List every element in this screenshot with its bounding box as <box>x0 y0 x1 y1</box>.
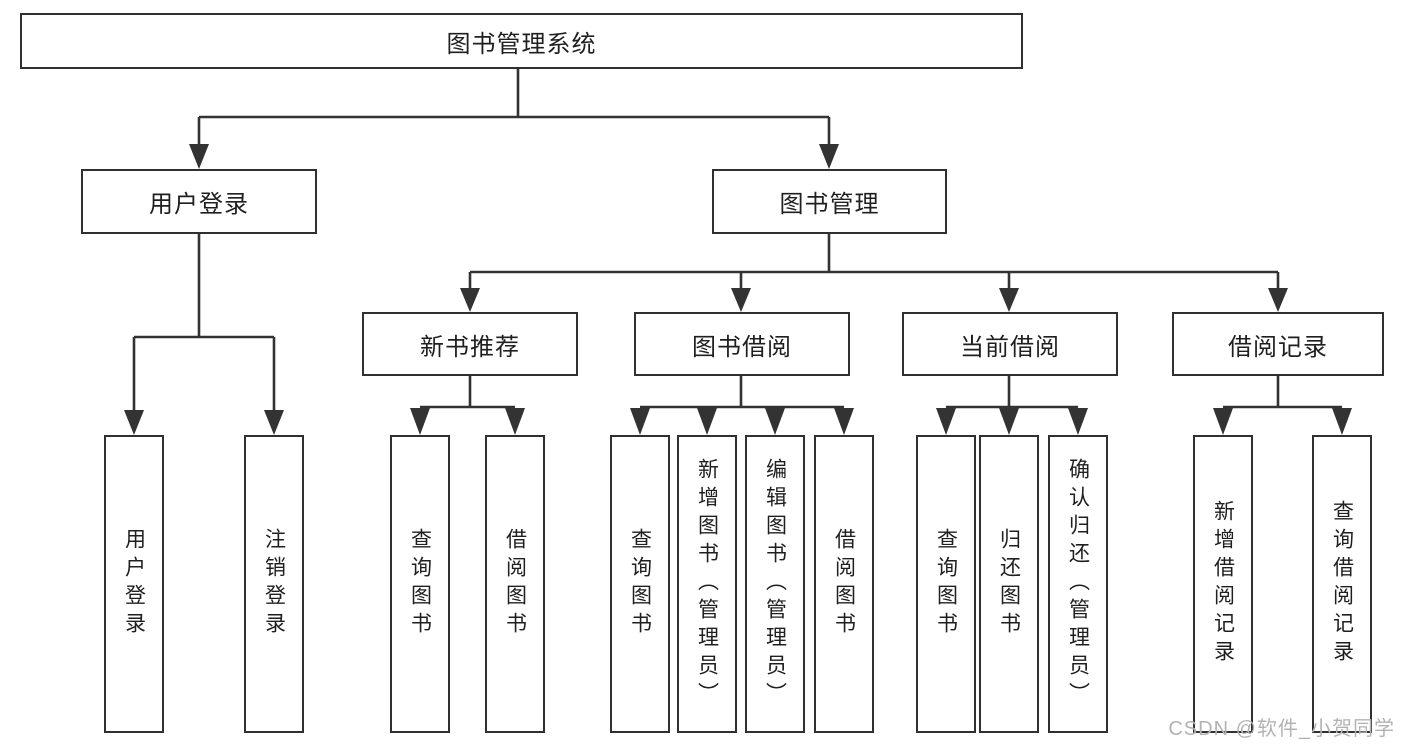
node-book-borrowing: 图书借阅 <box>634 312 850 376</box>
leaf-logout: 注销登录 <box>244 435 304 733</box>
leaf-borrowing-query-books: 查询图书 <box>610 435 670 733</box>
leaf-borrowing-edit-books-admin: 编辑图书（管理员） <box>745 435 805 733</box>
leaf-newbooks-borrow-books: 借阅图书 <box>485 435 545 733</box>
leaf-label: 归还图书 <box>997 528 1021 640</box>
csdn-watermark: CSDN @软件_小贺同学 <box>1168 718 1395 740</box>
leaf-label: 新增借阅记录 <box>1211 500 1235 668</box>
leaf-label: 查询图书 <box>934 528 958 640</box>
node-label: 图书管理系统 <box>446 30 597 58</box>
leaf-current-confirm-return-admin: 确认归还（管理员） <box>1048 435 1108 733</box>
node-label: 图书管理 <box>779 191 880 218</box>
leaf-borrowing-borrow-books: 借阅图书 <box>814 435 874 733</box>
leaf-label: 用户登录 <box>122 528 146 640</box>
node-label: 用户登录 <box>149 191 249 218</box>
node-library-management-system: 图书管理系统 <box>20 13 1023 69</box>
leaf-borrowing-add-books-admin: 新增图书（管理员） <box>677 435 737 733</box>
leaf-user-login: 用户登录 <box>104 435 164 733</box>
leaf-label: 查询借阅记录 <box>1330 500 1354 668</box>
node-user-login: 用户登录 <box>81 169 317 234</box>
leaf-label: 查询图书 <box>408 528 432 640</box>
leaf-label: 借阅图书 <box>503 528 527 640</box>
leaf-label: 注销登录 <box>262 528 286 640</box>
node-new-book-recommendation: 新书推荐 <box>362 312 578 376</box>
node-label: 新书推荐 <box>420 333 520 361</box>
leaf-records-query-record: 查询借阅记录 <box>1312 435 1372 733</box>
leaf-records-add-record: 新增借阅记录 <box>1193 435 1253 733</box>
node-current-borrowing: 当前借阅 <box>902 312 1118 376</box>
leaf-label: 新增图书（管理员） <box>695 458 719 710</box>
leaf-label: 编辑图书（管理员） <box>763 458 787 710</box>
leaf-newbooks-query-books: 查询图书 <box>390 435 450 733</box>
leaf-current-query-books: 查询图书 <box>916 435 976 733</box>
leaf-label: 借阅图书 <box>832 528 856 640</box>
node-borrowing-records: 借阅记录 <box>1172 312 1384 376</box>
leaf-label: 查询图书 <box>628 528 652 640</box>
leaf-current-return-books: 归还图书 <box>979 435 1039 733</box>
node-label: 当前借阅 <box>960 333 1060 361</box>
leaf-label: 确认归还（管理员） <box>1066 458 1090 710</box>
node-label: 图书借阅 <box>692 333 792 361</box>
node-label: 借阅记录 <box>1228 333 1328 361</box>
node-book-management: 图书管理 <box>712 169 947 234</box>
